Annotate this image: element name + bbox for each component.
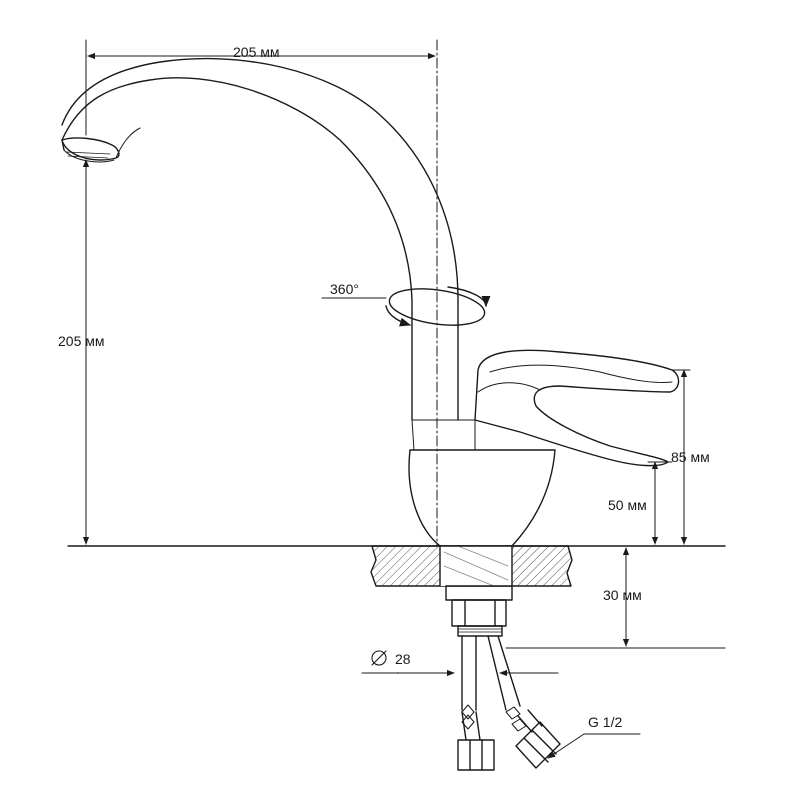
- label-mount-diameter: 28: [395, 651, 411, 667]
- label-swivel: 360°: [330, 281, 359, 297]
- label-spout-height: 205 мм: [58, 333, 105, 349]
- faucet-spout: [61, 57, 459, 421]
- swivel-indicator: [385, 286, 491, 327]
- lever-handle: [474, 349, 680, 467]
- label-lever-height: 85 мм: [671, 449, 710, 465]
- label-connection: G 1/2: [588, 714, 623, 730]
- dim-spout-reach: [85, 39, 438, 547]
- label-spout-reach: 205 мм: [233, 44, 280, 60]
- dim-thread: [505, 547, 726, 649]
- supply-hoses: [457, 635, 561, 771]
- dim-lever: [647, 369, 691, 545]
- dim-connection: [547, 733, 641, 759]
- mounting-nut: [445, 585, 513, 637]
- faucet-body: [408, 419, 556, 547]
- diameter-symbol-icon: [371, 650, 387, 666]
- label-body-height: 50 мм: [608, 497, 647, 513]
- label-thread-length: 30 мм: [603, 587, 642, 603]
- countertop-section: [370, 545, 573, 587]
